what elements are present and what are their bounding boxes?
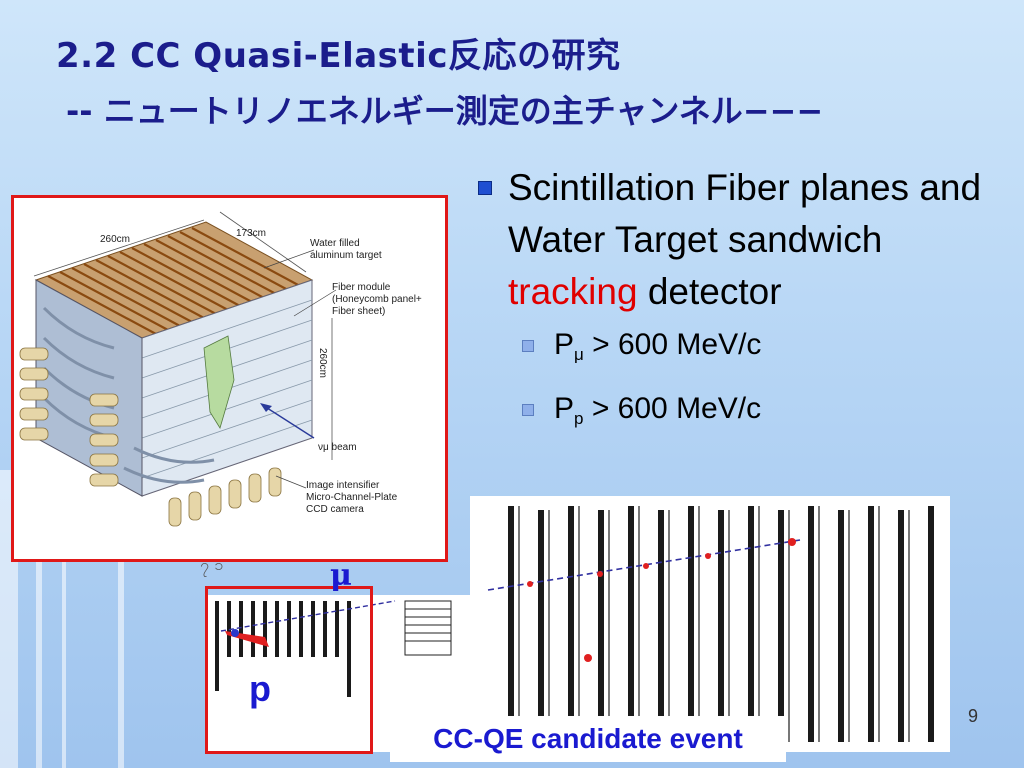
sub1-prefix: P <box>554 328 575 361</box>
page-number: 9 <box>968 706 979 726</box>
bullet-square-icon <box>478 181 492 195</box>
water-target-label: Water filled aluminum target <box>310 238 382 261</box>
camera-label: Image intensifier Micro-Channel-Plate CC… <box>306 480 398 515</box>
slide-title: 2.2 CC Quasi-Elastic反応の研究 <box>56 36 621 76</box>
detector-figure: 260cm 173cm 260cm Water filled aluminum … <box>11 195 448 562</box>
bullet-text-part1: Scintillation Fiber planes and Water Tar… <box>508 167 982 260</box>
dim-depth-label: 173cm <box>236 228 267 239</box>
sub1-subscript: μ <box>574 345 584 364</box>
dim-width-label: 260cm <box>100 234 131 245</box>
fragment-text: ၇ ၁ <box>200 555 224 574</box>
decor-stripe <box>62 470 66 768</box>
bullet-text-part2: detector <box>637 271 782 312</box>
sub2-prefix: P <box>554 392 575 425</box>
decor-stripe <box>118 470 124 768</box>
proton-label: p <box>249 668 271 709</box>
event-caption: CC-QE candidate event <box>390 716 786 762</box>
sub2-rest: > 600 MeV/c <box>583 392 762 425</box>
sub-bullet-square-icon <box>522 340 534 352</box>
event-display-graphic <box>487 506 934 742</box>
event-zoom-graphic <box>215 600 452 697</box>
slide-subtitle: -- ニュートリノエネルギー測定の主チャンネル−−− <box>66 92 824 130</box>
bullet-list: Scintillation Fiber planes and Water Tar… <box>474 162 1014 446</box>
event-display <box>470 496 950 752</box>
fiber-module-label: Fiber module (Honeycomb panel+ Fiber she… <box>332 282 422 317</box>
bullet-highlight: tracking <box>508 271 638 312</box>
dim-height-label: 260cm <box>317 348 328 379</box>
sub-bullet-square-icon <box>522 404 534 416</box>
bullet-sub-proton: Pp > 600 MeV/c <box>474 382 1014 446</box>
muon-label: μ <box>330 558 352 593</box>
beam-label: νμ beam <box>318 442 357 453</box>
detector-illustration <box>19 211 337 527</box>
sub2-subscript: p <box>574 409 584 428</box>
bullet-main: Scintillation Fiber planes and Water Tar… <box>474 162 1014 318</box>
bullet-sub-muon: Pμ > 600 MeV/c <box>474 318 1014 382</box>
sub1-rest: > 600 MeV/c <box>583 328 762 361</box>
zoom-highlight-box <box>205 586 373 754</box>
decor-stripe <box>36 470 42 768</box>
